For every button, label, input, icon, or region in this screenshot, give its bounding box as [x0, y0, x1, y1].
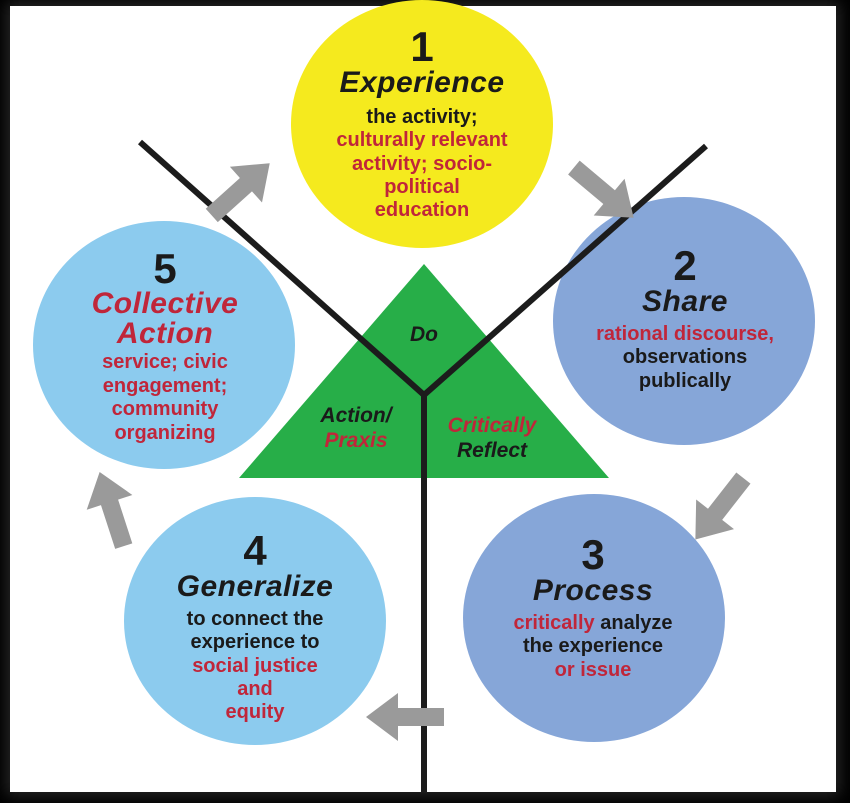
step-3-text: 3 Process critically analyze the experie…	[470, 532, 716, 682]
step-4-line: and	[237, 677, 273, 700]
step-1-line: the activity;	[366, 105, 478, 128]
step-4-number: 4	[243, 527, 267, 574]
reflect-label: Reflect	[456, 439, 528, 463]
triangle-label-do: Do	[410, 323, 438, 346]
step-2-number: 2	[673, 242, 697, 289]
arrow-1-to-2	[568, 160, 634, 218]
step-3-circle	[463, 494, 725, 742]
step-3-line: critically analyze	[470, 612, 716, 635]
step-1-title: Experience	[339, 66, 505, 100]
step-1-line: activity; socio-	[351, 152, 493, 175]
step-1-line: culturally relevant	[336, 129, 508, 152]
step-4-circle	[124, 497, 386, 745]
step-4-title: Generalize	[176, 570, 334, 604]
step-5-number: 5	[153, 245, 177, 292]
step-3-line-red: critically	[513, 611, 595, 634]
step-5-title-line1: Collective	[91, 287, 239, 321]
step-1-line: education	[374, 199, 470, 222]
step-3-number: 3	[581, 531, 605, 578]
step-1-circle	[291, 0, 553, 248]
step-5-text: 5 Collective Action service; civic engag…	[42, 246, 288, 445]
arrow-2-to-3	[695, 472, 751, 540]
step-2-title: Share	[642, 285, 728, 319]
step-2-text: 2 Share rational discourse, observations…	[562, 243, 808, 393]
step-5-circle	[33, 221, 295, 469]
step-3-line-dark: analyze	[594, 611, 673, 634]
step-5-line: community	[111, 398, 219, 421]
step-3-title: Process	[532, 574, 654, 608]
step-1-number: 1	[410, 23, 434, 70]
step-3-line: or issue	[554, 658, 632, 681]
step-4-text: 4 Generalize to connect the experience t…	[132, 528, 378, 725]
critically-label: Critically	[447, 414, 537, 437]
arrow-3-to-4	[366, 693, 444, 741]
do-reflect-act-triangle	[239, 264, 609, 478]
step-2-line: publically	[638, 369, 732, 392]
action-label: Action/	[320, 404, 392, 427]
step-1-text: 1 Experience the activity; culturally re…	[302, 24, 542, 223]
step-4-line: equity	[225, 701, 285, 724]
step-5-line: engagement;	[102, 374, 228, 397]
step-2-line: rational discourse,	[596, 322, 774, 345]
step-4-line: experience to	[190, 631, 320, 654]
arrow-5-to-1	[205, 163, 270, 223]
triangle-label-action-praxis: Action/ Praxis	[296, 403, 416, 453]
step-5-line: organizing	[114, 421, 216, 444]
step-4-line: to connect the	[186, 607, 324, 630]
triangle-label-critically-reflect: Critically Reflect	[424, 413, 560, 463]
arrow-4-to-5	[86, 471, 133, 549]
step-5-title-line2: Action	[116, 317, 214, 351]
step-1-line: political	[384, 175, 460, 198]
step-5-line: service; civic	[102, 351, 228, 374]
y-divider-lines	[138, 139, 708, 793]
step-2-circle	[553, 197, 815, 445]
praxis-label: Praxis	[324, 429, 388, 453]
step-3-line: the experience	[522, 635, 664, 658]
step-4-line: social justice	[192, 654, 318, 677]
step-2-line: observations	[622, 346, 748, 369]
